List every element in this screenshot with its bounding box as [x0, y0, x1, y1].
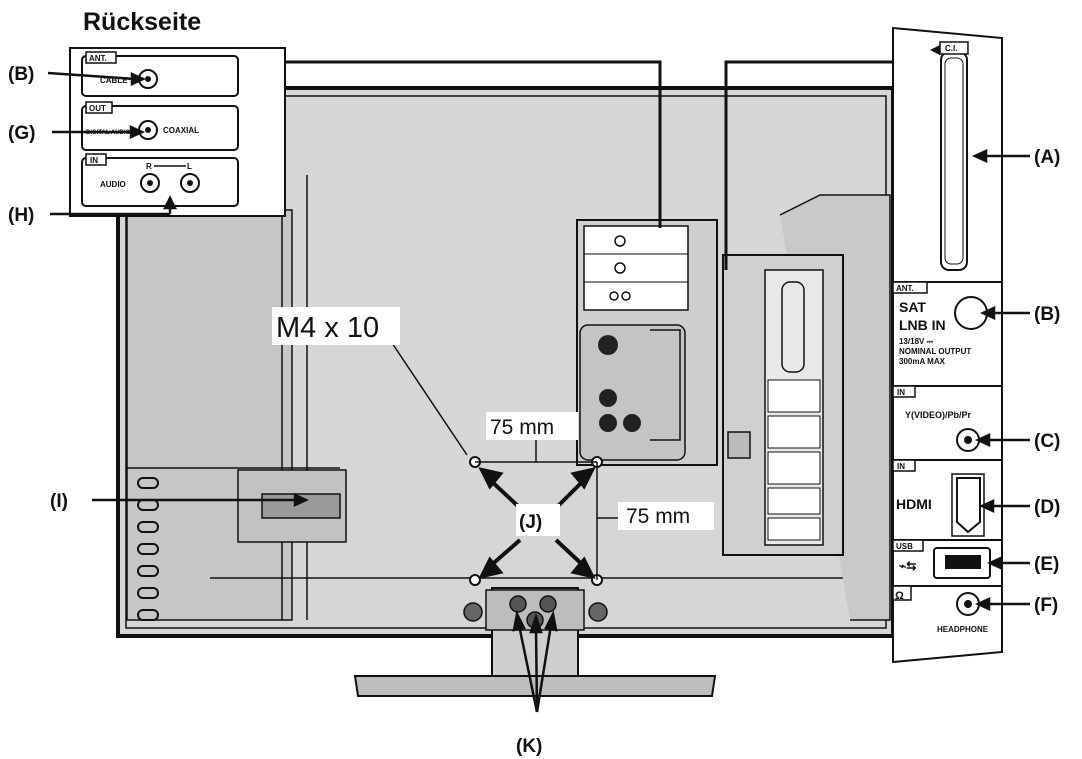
right-usb-tag: USB: [896, 542, 913, 551]
callout-a: (A): [1034, 147, 1060, 168]
center-connector-panel: [576, 219, 718, 466]
dimension-vertical: 75 mm: [626, 505, 690, 528]
callout-h: (H): [8, 205, 34, 226]
right-detail-panel: ⌁⇆: [892, 26, 1003, 664]
right-output-line2: NOMINAL OUTPUT: [899, 347, 971, 356]
screw-spec: M4 x 10: [276, 312, 379, 344]
left-out-tag: OUT: [89, 104, 106, 113]
right-output-line1: 13/18V ⎓: [899, 337, 934, 346]
vent-slots: [137, 477, 159, 621]
right-lnb-label: LNB IN: [899, 317, 946, 333]
callout-b-right: (B): [1034, 304, 1060, 325]
right-in-tag-1: IN: [897, 388, 905, 397]
callout-b-top: (B): [8, 64, 34, 85]
dimension-horizontal: 75 mm: [490, 416, 554, 439]
right-ant-tag: ANT.: [896, 284, 914, 293]
mount-arrows: [478, 467, 596, 579]
leader-lines: [285, 60, 893, 270]
left-detail-panel: [69, 47, 286, 217]
left-cable-label: CABLE: [100, 76, 128, 85]
svg-text:⌁⇆: ⌁⇆: [899, 559, 916, 573]
dimension-lines: [389, 339, 618, 580]
callout-d: (D): [1034, 497, 1060, 518]
left-in-tag: IN: [90, 156, 98, 165]
left-ant-tag: ANT.: [89, 54, 107, 63]
button-block: [237, 469, 347, 543]
right-in-tag-2: IN: [897, 462, 905, 471]
left-audio-label: AUDIO: [100, 180, 126, 189]
right-output-line3: 300mA MAX: [899, 357, 946, 366]
side-connector-column: [722, 254, 844, 556]
right-hdmi-label: HDMI: [896, 496, 932, 512]
diagram-title: Rückseite: [83, 8, 201, 36]
right-sat-label: SAT: [899, 299, 926, 315]
callout-e: (E): [1034, 554, 1059, 575]
right-headphone-label: HEADPHONE: [937, 625, 989, 634]
right-component-label: Y(VIDEO)/Pb/Pr: [905, 410, 972, 420]
callout-k: (K): [516, 736, 542, 757]
callout-c: (C): [1034, 431, 1060, 452]
callout-j: (J): [519, 512, 542, 533]
left-r-label: R: [146, 162, 152, 171]
callout-g: (G): [8, 123, 35, 144]
callout-f: (F): [1034, 595, 1058, 616]
right-ci-label: C.I.: [945, 44, 957, 53]
headphone-icon: Ω: [895, 590, 904, 602]
left-l-label: L: [187, 162, 192, 171]
left-coaxial-label: COAXIAL: [163, 126, 199, 135]
callout-i: (I): [50, 491, 68, 512]
stand-screw-arrows: [512, 610, 558, 713]
callout-arrows: [47, 71, 1030, 611]
